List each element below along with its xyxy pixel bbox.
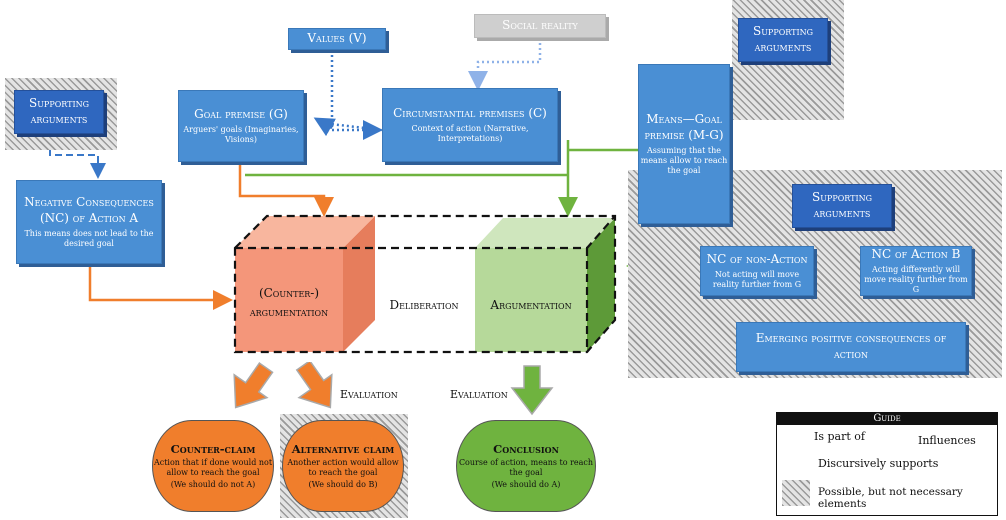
deliberation-outline xyxy=(233,214,617,354)
values-label: Values (V) xyxy=(307,31,367,46)
nc-non-action-sub: Not acting will move reality further fro… xyxy=(712,269,802,289)
counter-argumentation-label: (Counter-) argumentation xyxy=(249,286,329,319)
supporting-arguments-mid-right: Supporting arguments xyxy=(792,184,892,228)
values-box: Values (V) xyxy=(288,28,386,50)
supporting-left-label: Supporting arguments xyxy=(28,96,90,126)
means-goal-title: Means—Goal premise (M-G) xyxy=(644,112,724,142)
guide-title: Guide xyxy=(777,413,997,425)
supporting-arguments-left: Supporting arguments xyxy=(14,90,104,134)
goal-premise-box: Goal premise (G) Arguers' goals (Imagina… xyxy=(178,90,304,162)
values-to-goal xyxy=(313,117,336,137)
counter-cube-top xyxy=(235,216,375,248)
argument-cube-side xyxy=(587,218,615,352)
counter-claim-note: (We should do not A) xyxy=(170,480,256,490)
conclusion-oval: Conclusion Course of action, means to re… xyxy=(456,420,596,512)
nc-non-action-title: NC of non-Action xyxy=(706,252,808,267)
guide-legend: Guide xyxy=(776,412,998,516)
negative-consequences-sub: This means does not lead to the desired … xyxy=(24,228,154,248)
evaluation-left-label: Evaluation xyxy=(340,388,398,401)
counter-claim-oval: Counter-claim Action that if done would … xyxy=(152,420,274,512)
nc-non-action-box: NC of non-Action Not acting will move re… xyxy=(700,246,814,296)
counter-cube-side xyxy=(343,216,375,352)
guide-is-part-of: Is part of xyxy=(814,430,865,443)
nc-action-b-sub: Acting differently will move reality fur… xyxy=(864,264,968,294)
guide-possible: Possible, but not necessary elements xyxy=(818,486,963,510)
goal-to-counter xyxy=(238,164,334,217)
evaluation-right-label: Evaluation xyxy=(450,388,508,401)
negative-consequences-title: Negative Consequences (NC) of Action A xyxy=(24,195,154,225)
argument-cube-top xyxy=(475,218,615,248)
alternative-claim-sub: Another action would allow to reach the … xyxy=(287,458,399,478)
means-goal-sub: Assuming that the means allow to reach t… xyxy=(640,145,728,175)
emerging-consequences-box: Emerging positive consequences of action xyxy=(736,322,966,372)
alternative-claim-oval: Alternative claim Another action would a… xyxy=(282,420,404,512)
means-goal-premise-box: Means—Goal premise (M-G) Assuming that t… xyxy=(638,64,730,224)
argumentation-label: Argumentation xyxy=(490,298,572,312)
alternative-claim-title: Alternative claim xyxy=(291,441,395,456)
eval-arrow-conclusion xyxy=(510,365,554,416)
counter-claim-sub: Action that if done would not allow to r… xyxy=(153,458,273,478)
nc-action-b-title: NC of Action B xyxy=(871,247,961,262)
guide-influences: Influences xyxy=(918,434,976,447)
supporting-arguments-top-right: Supporting arguments xyxy=(738,18,828,62)
conclusion-sub: Course of action, means to reach the goa… xyxy=(458,458,594,478)
conclusion-note: (We should do A) xyxy=(491,480,561,490)
counter-claim-title: Counter-claim xyxy=(170,441,256,456)
circumstantial-sub: Context of action (Narrative, Interpreta… xyxy=(411,123,529,143)
emerging-label: Emerging positive consequences of action xyxy=(755,331,947,361)
conclusion-title: Conclusion xyxy=(493,441,559,456)
evaluation-arrows xyxy=(233,362,554,416)
circumstantial-title: Circumstantial premises (C) xyxy=(393,106,547,121)
negative-consequences-box: Negative Consequences (NC) of Action A T… xyxy=(16,180,162,264)
social-reality-box: Social reality xyxy=(474,14,606,38)
circumstantial-premises-box: Circumstantial premises (C) Context of a… xyxy=(382,88,558,162)
alternative-claim-note: (We should do B) xyxy=(308,480,378,490)
social-reality-label: Social reality xyxy=(502,18,578,33)
deliberation-block xyxy=(233,214,617,354)
goal-premise-title: Goal premise (G) xyxy=(194,107,288,122)
goal-premise-sub: Arguers' goals (Imaginaries, Visions) xyxy=(183,124,299,144)
nc-to-counter xyxy=(88,264,233,310)
eval-arrow-counter xyxy=(233,362,274,409)
guide-hatch-swatch xyxy=(782,480,810,506)
eval-arrow-alternative xyxy=(295,362,333,409)
guide-discursively-supports: Discursively supports xyxy=(818,457,939,470)
counter-cube-front xyxy=(235,248,343,352)
argument-cube-front xyxy=(475,248,587,352)
supporting-top-right-label: Supporting arguments xyxy=(752,24,814,54)
deliberation-label: Deliberation xyxy=(389,298,459,312)
social-influence-line xyxy=(468,38,542,91)
nc-action-b-box: NC of Action B Acting differently will m… xyxy=(860,246,972,296)
supporting-mid-right-label: Supporting arguments xyxy=(811,190,873,220)
values-influence-line xyxy=(321,50,383,132)
